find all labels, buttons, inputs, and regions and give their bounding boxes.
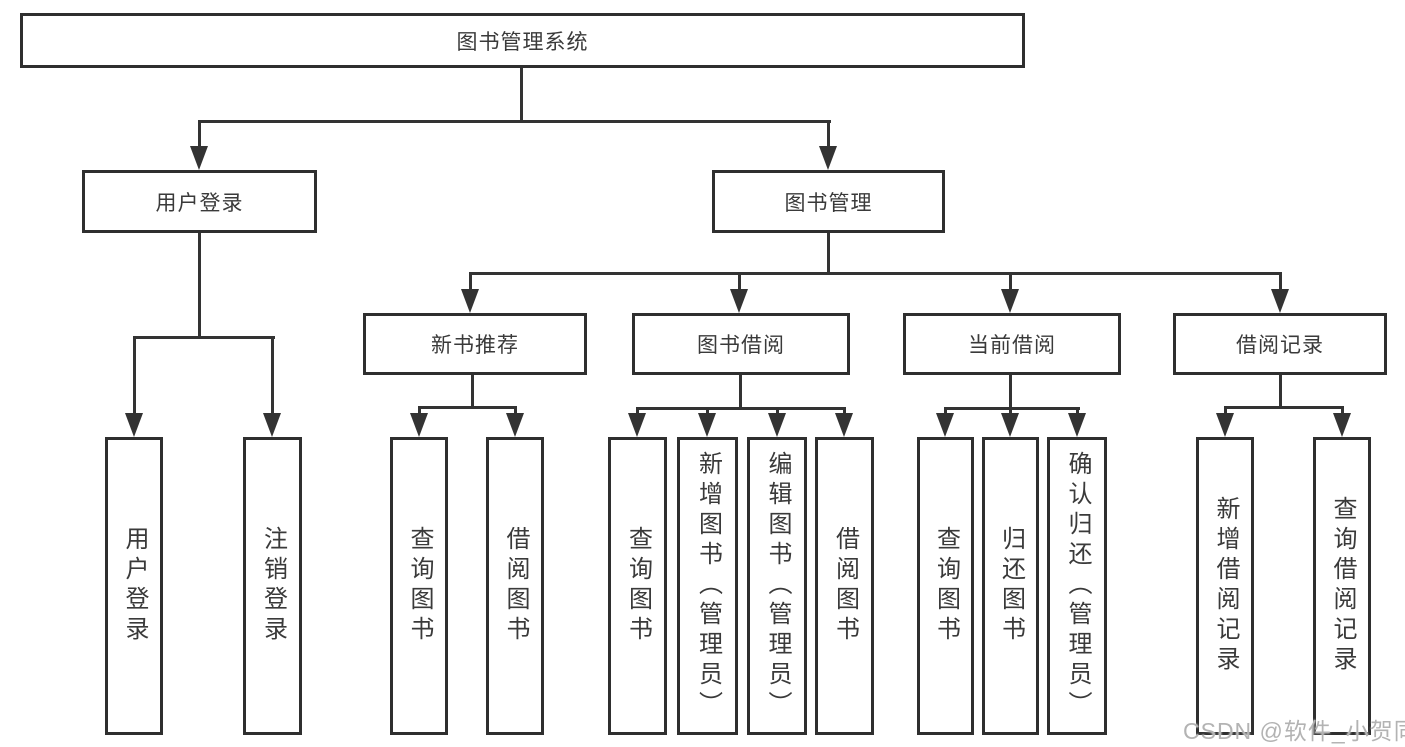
connector-leaf-line xyxy=(706,407,709,415)
leaf-label: 编辑图书（管理员） xyxy=(764,451,791,721)
arrow-to-book-management xyxy=(819,146,837,170)
connector-to-book-management-line xyxy=(827,120,830,148)
leaf-edit-books-admin: 编辑图书（管理员） xyxy=(747,437,807,735)
node-label: 图书管理 xyxy=(784,191,873,215)
node-label: 当前借阅 xyxy=(968,334,1056,357)
connector-leaf-line xyxy=(1224,406,1227,415)
connector-leaf-line xyxy=(636,407,639,415)
arrow-to-new-book-recommendation xyxy=(461,289,479,313)
connector-to-user-login-line xyxy=(198,120,201,148)
connector-leaf-line xyxy=(843,407,846,415)
connector-borrowing-records-stem xyxy=(1279,375,1282,406)
connector-leaf-line xyxy=(418,406,421,415)
node-label: 用户登录 xyxy=(155,191,244,215)
arrow-to-edit-books xyxy=(768,413,786,437)
leaf-borrow-books-1: 借阅图书 xyxy=(486,437,544,735)
leaf-add-borrow-record: 新增借阅记录 xyxy=(1196,437,1254,735)
arrow-to-add-record xyxy=(1216,413,1234,437)
leaf-query-books-3: 查询图书 xyxy=(917,437,974,735)
arrow-to-current-borrowing xyxy=(1001,289,1019,313)
leaf-label: 归还图书 xyxy=(997,526,1025,646)
connector-current-borrowing-stem xyxy=(1009,375,1012,407)
connector-leaf-line xyxy=(944,407,947,415)
connector-leaf-line xyxy=(1076,407,1079,415)
arrow-to-confirm-return xyxy=(1068,413,1086,437)
leaf-label: 借阅图书 xyxy=(502,526,529,646)
arrow-to-borrow-books-2 xyxy=(835,413,853,437)
leaf-query-books-1: 查询图书 xyxy=(390,437,448,735)
connector-to-new-book-line xyxy=(469,272,472,289)
connector-to-book-borrowing-line xyxy=(738,272,741,289)
connector-new-book-stem xyxy=(471,375,474,406)
leaf-label: 查询图书 xyxy=(624,526,652,646)
connector-to-borrowing-records-line xyxy=(1279,272,1282,289)
connector-leaf-line xyxy=(1341,406,1344,415)
connector-user-login-crossbar xyxy=(133,336,275,339)
leaf-borrow-books-2: 借阅图书 xyxy=(815,437,874,735)
node-book-borrowing: 图书借阅 xyxy=(632,313,850,375)
connector-book-borrowing-stem xyxy=(739,375,742,407)
leaf-return-books: 归还图书 xyxy=(982,437,1039,735)
arrow-to-query-record xyxy=(1333,413,1351,437)
connector-book-borrowing-crossbar xyxy=(636,407,846,410)
connector-to-login-leaf-line xyxy=(133,336,136,413)
leaf-label: 用户登录 xyxy=(121,526,148,646)
arrow-to-login-leaf xyxy=(125,413,143,437)
node-label: 借阅记录 xyxy=(1236,334,1324,357)
connector-borrowing-records-crossbar xyxy=(1224,406,1344,409)
leaf-label: 注销登录 xyxy=(259,526,287,646)
arrow-to-query-books-3 xyxy=(936,413,954,437)
connector-leaf-line xyxy=(514,406,517,415)
connector-root-crossbar xyxy=(198,120,831,123)
connector-book-management-crossbar xyxy=(469,272,1282,275)
leaf-user-login: 用户登录 xyxy=(105,437,163,735)
leaf-label: 新增借阅记录 xyxy=(1212,496,1239,676)
connector-new-book-crossbar xyxy=(418,406,517,409)
node-borrowing-records: 借阅记录 xyxy=(1173,313,1387,375)
arrow-to-return-books xyxy=(1001,413,1019,437)
leaf-label: 查询图书 xyxy=(406,526,433,646)
leaf-label: 新增图书（管理员） xyxy=(694,451,722,721)
connector-to-logout-leaf-line xyxy=(271,336,274,413)
node-label: 新书推荐 xyxy=(431,334,519,357)
leaf-add-books-admin: 新增图书（管理员） xyxy=(677,437,738,735)
arrow-to-query-books-1 xyxy=(410,413,428,437)
node-library-management-system: 图书管理系统 xyxy=(20,13,1025,68)
node-label: 图书管理系统 xyxy=(456,30,589,54)
leaf-query-books-2: 查询图书 xyxy=(608,437,667,735)
leaf-logout: 注销登录 xyxy=(243,437,302,735)
arrow-to-borrow-books-1 xyxy=(506,413,524,437)
leaf-label: 查询借阅记录 xyxy=(1329,496,1356,676)
arrow-to-borrowing-records xyxy=(1271,289,1289,313)
arrow-to-logout-leaf xyxy=(263,413,281,437)
connector-leaf-line xyxy=(776,407,779,415)
leaf-label: 确认归还（管理员） xyxy=(1064,451,1091,721)
csdn-watermark: CSDN @软件_小贺同学 xyxy=(1183,718,1405,744)
node-label: 图书借阅 xyxy=(697,334,785,357)
connector-root-stem xyxy=(520,68,523,120)
arrow-to-book-borrowing xyxy=(730,289,748,313)
leaf-label: 借阅图书 xyxy=(831,526,859,646)
node-new-book-recommendation: 新书推荐 xyxy=(363,313,587,375)
arrow-to-add-books xyxy=(698,413,716,437)
leaf-query-borrow-record: 查询借阅记录 xyxy=(1313,437,1371,735)
leaf-confirm-return-admin: 确认归还（管理员） xyxy=(1047,437,1107,735)
node-current-borrowing: 当前借阅 xyxy=(903,313,1121,375)
node-book-management: 图书管理 xyxy=(712,170,945,233)
connector-to-current-borrowing-line xyxy=(1009,272,1012,289)
node-user-login: 用户登录 xyxy=(82,170,317,233)
connector-leaf-line xyxy=(1009,407,1012,415)
connector-book-management-stem xyxy=(827,233,830,272)
arrow-to-query-books-2 xyxy=(628,413,646,437)
leaf-label: 查询图书 xyxy=(932,526,960,646)
connector-current-borrowing-crossbar xyxy=(944,407,1080,410)
connector-user-login-stem xyxy=(198,233,201,336)
arrow-to-user-login xyxy=(190,146,208,170)
